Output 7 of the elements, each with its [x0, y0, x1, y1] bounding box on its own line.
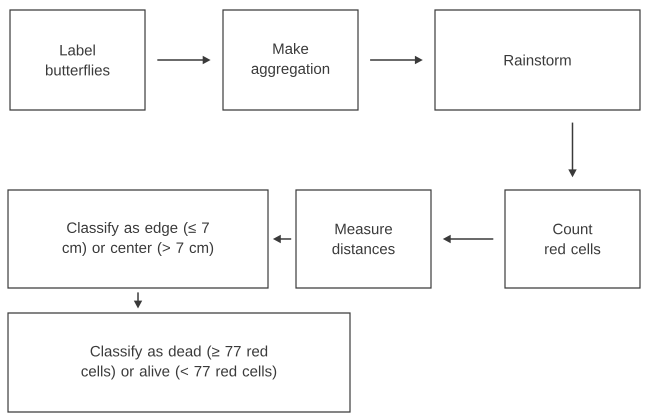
process-box: Classify as dead (≥ 77 red cells) or alive (< 77 red cells) [7, 312, 351, 413]
process-box: Measure distances [295, 189, 432, 289]
process-box: Count red cells [504, 189, 641, 289]
process-box: Rainstorm [434, 9, 641, 111]
process-box: Label butterflies [9, 9, 146, 111]
process-box: Classify as edge (≤ 7 cm) or center (> 7 cm) [7, 189, 269, 289]
process-box: Make aggregation [222, 9, 359, 111]
